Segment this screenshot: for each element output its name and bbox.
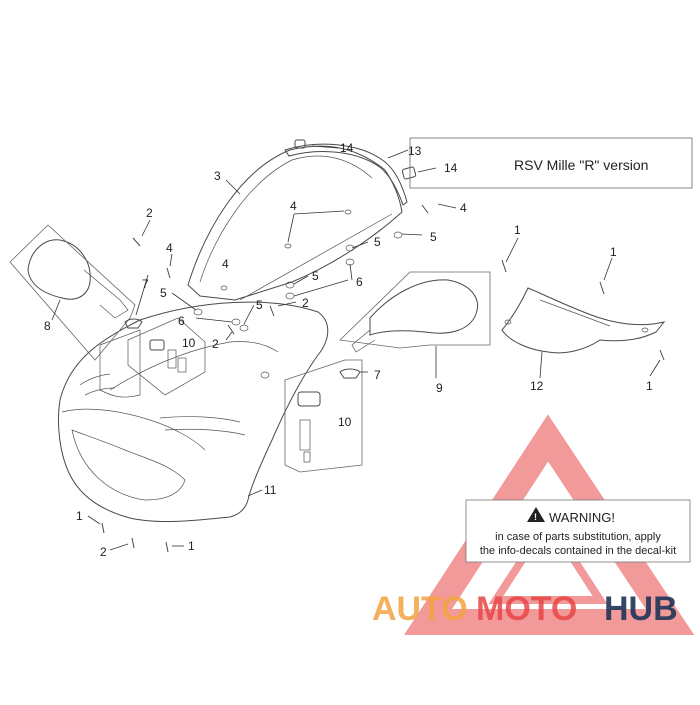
callout-1-bottom-left: 1 bbox=[76, 509, 83, 523]
callout-11: 11 bbox=[264, 483, 277, 497]
callout-12: 12 bbox=[530, 379, 544, 393]
callout-1-bracket-right: 1 bbox=[610, 245, 617, 259]
callout-6-right: 6 bbox=[356, 275, 363, 289]
leader-lines bbox=[51, 145, 661, 551]
version-label: RSV Mille "R" version bbox=[514, 157, 648, 173]
rubber-mount-7 bbox=[124, 318, 361, 379]
right-mirror bbox=[339, 271, 491, 353]
warning-box: ! WARNING! in case of parts substitution… bbox=[465, 499, 691, 563]
mount-box-left bbox=[127, 317, 206, 396]
callout-4-center: 4 bbox=[290, 199, 297, 213]
callout-3: 3 bbox=[214, 169, 221, 183]
warning-line-1: in case of parts substitution, apply bbox=[495, 531, 661, 543]
warning-title: WARNING! bbox=[549, 510, 615, 525]
left-mirror bbox=[9, 224, 136, 361]
callout-5-mid: 5 bbox=[312, 269, 319, 283]
callout-1-bracket-top: 1 bbox=[514, 223, 521, 237]
callout-1-bracket-bottom: 1 bbox=[646, 379, 653, 393]
mount-box-right bbox=[284, 359, 363, 473]
callout-10-left: 10 bbox=[182, 336, 196, 350]
callout-14-top: 14 bbox=[340, 141, 354, 155]
callout-5-upper: 5 bbox=[374, 235, 381, 249]
callout-2-mid: 2 bbox=[302, 296, 309, 310]
windscreen-trim bbox=[284, 143, 408, 206]
svg-text:!: ! bbox=[534, 512, 537, 522]
callout-2-bottom: 2 bbox=[100, 545, 107, 559]
callout-5-left: 5 bbox=[160, 286, 167, 300]
callout-7-left: 7 bbox=[142, 277, 149, 291]
callout-4-mid: 4 bbox=[222, 257, 229, 271]
watermark-auto: AUTO bbox=[372, 590, 468, 628]
callout-8: 8 bbox=[44, 319, 51, 333]
callout-14-right: 14 bbox=[444, 161, 458, 175]
warning-icon bbox=[527, 507, 545, 522]
callout-numbers: 14 13 14 3 4 4 2 5 5 4 4 5 6 7 5 5 2 6 8… bbox=[44, 141, 653, 559]
callout-7-right: 7 bbox=[374, 368, 381, 382]
callout-4-right: 4 bbox=[460, 201, 467, 215]
side-bracket bbox=[501, 287, 666, 354]
callout-2-lower: 2 bbox=[212, 337, 219, 351]
watermark-text: AUTO MOTO HUB bbox=[372, 590, 678, 628]
callout-10-right: 10 bbox=[338, 415, 352, 429]
callout-5-right: 5 bbox=[430, 230, 437, 244]
warning-line-2: the info-decals contained in the decal-k… bbox=[480, 545, 676, 557]
callout-6-left: 6 bbox=[178, 314, 185, 328]
callout-4-left: 4 bbox=[166, 241, 173, 255]
front-fairing bbox=[57, 301, 329, 523]
watermark-hub: HUB bbox=[604, 590, 678, 628]
callout-5-lower: 5 bbox=[256, 298, 263, 312]
version-box: RSV Mille "R" version bbox=[409, 137, 693, 189]
callout-2-topleft: 2 bbox=[146, 206, 153, 220]
callout-1-bottom-right: 1 bbox=[188, 539, 195, 553]
watermark-moto: MOTO bbox=[476, 590, 577, 628]
callout-13: 13 bbox=[408, 144, 422, 158]
callout-9: 9 bbox=[436, 381, 443, 395]
